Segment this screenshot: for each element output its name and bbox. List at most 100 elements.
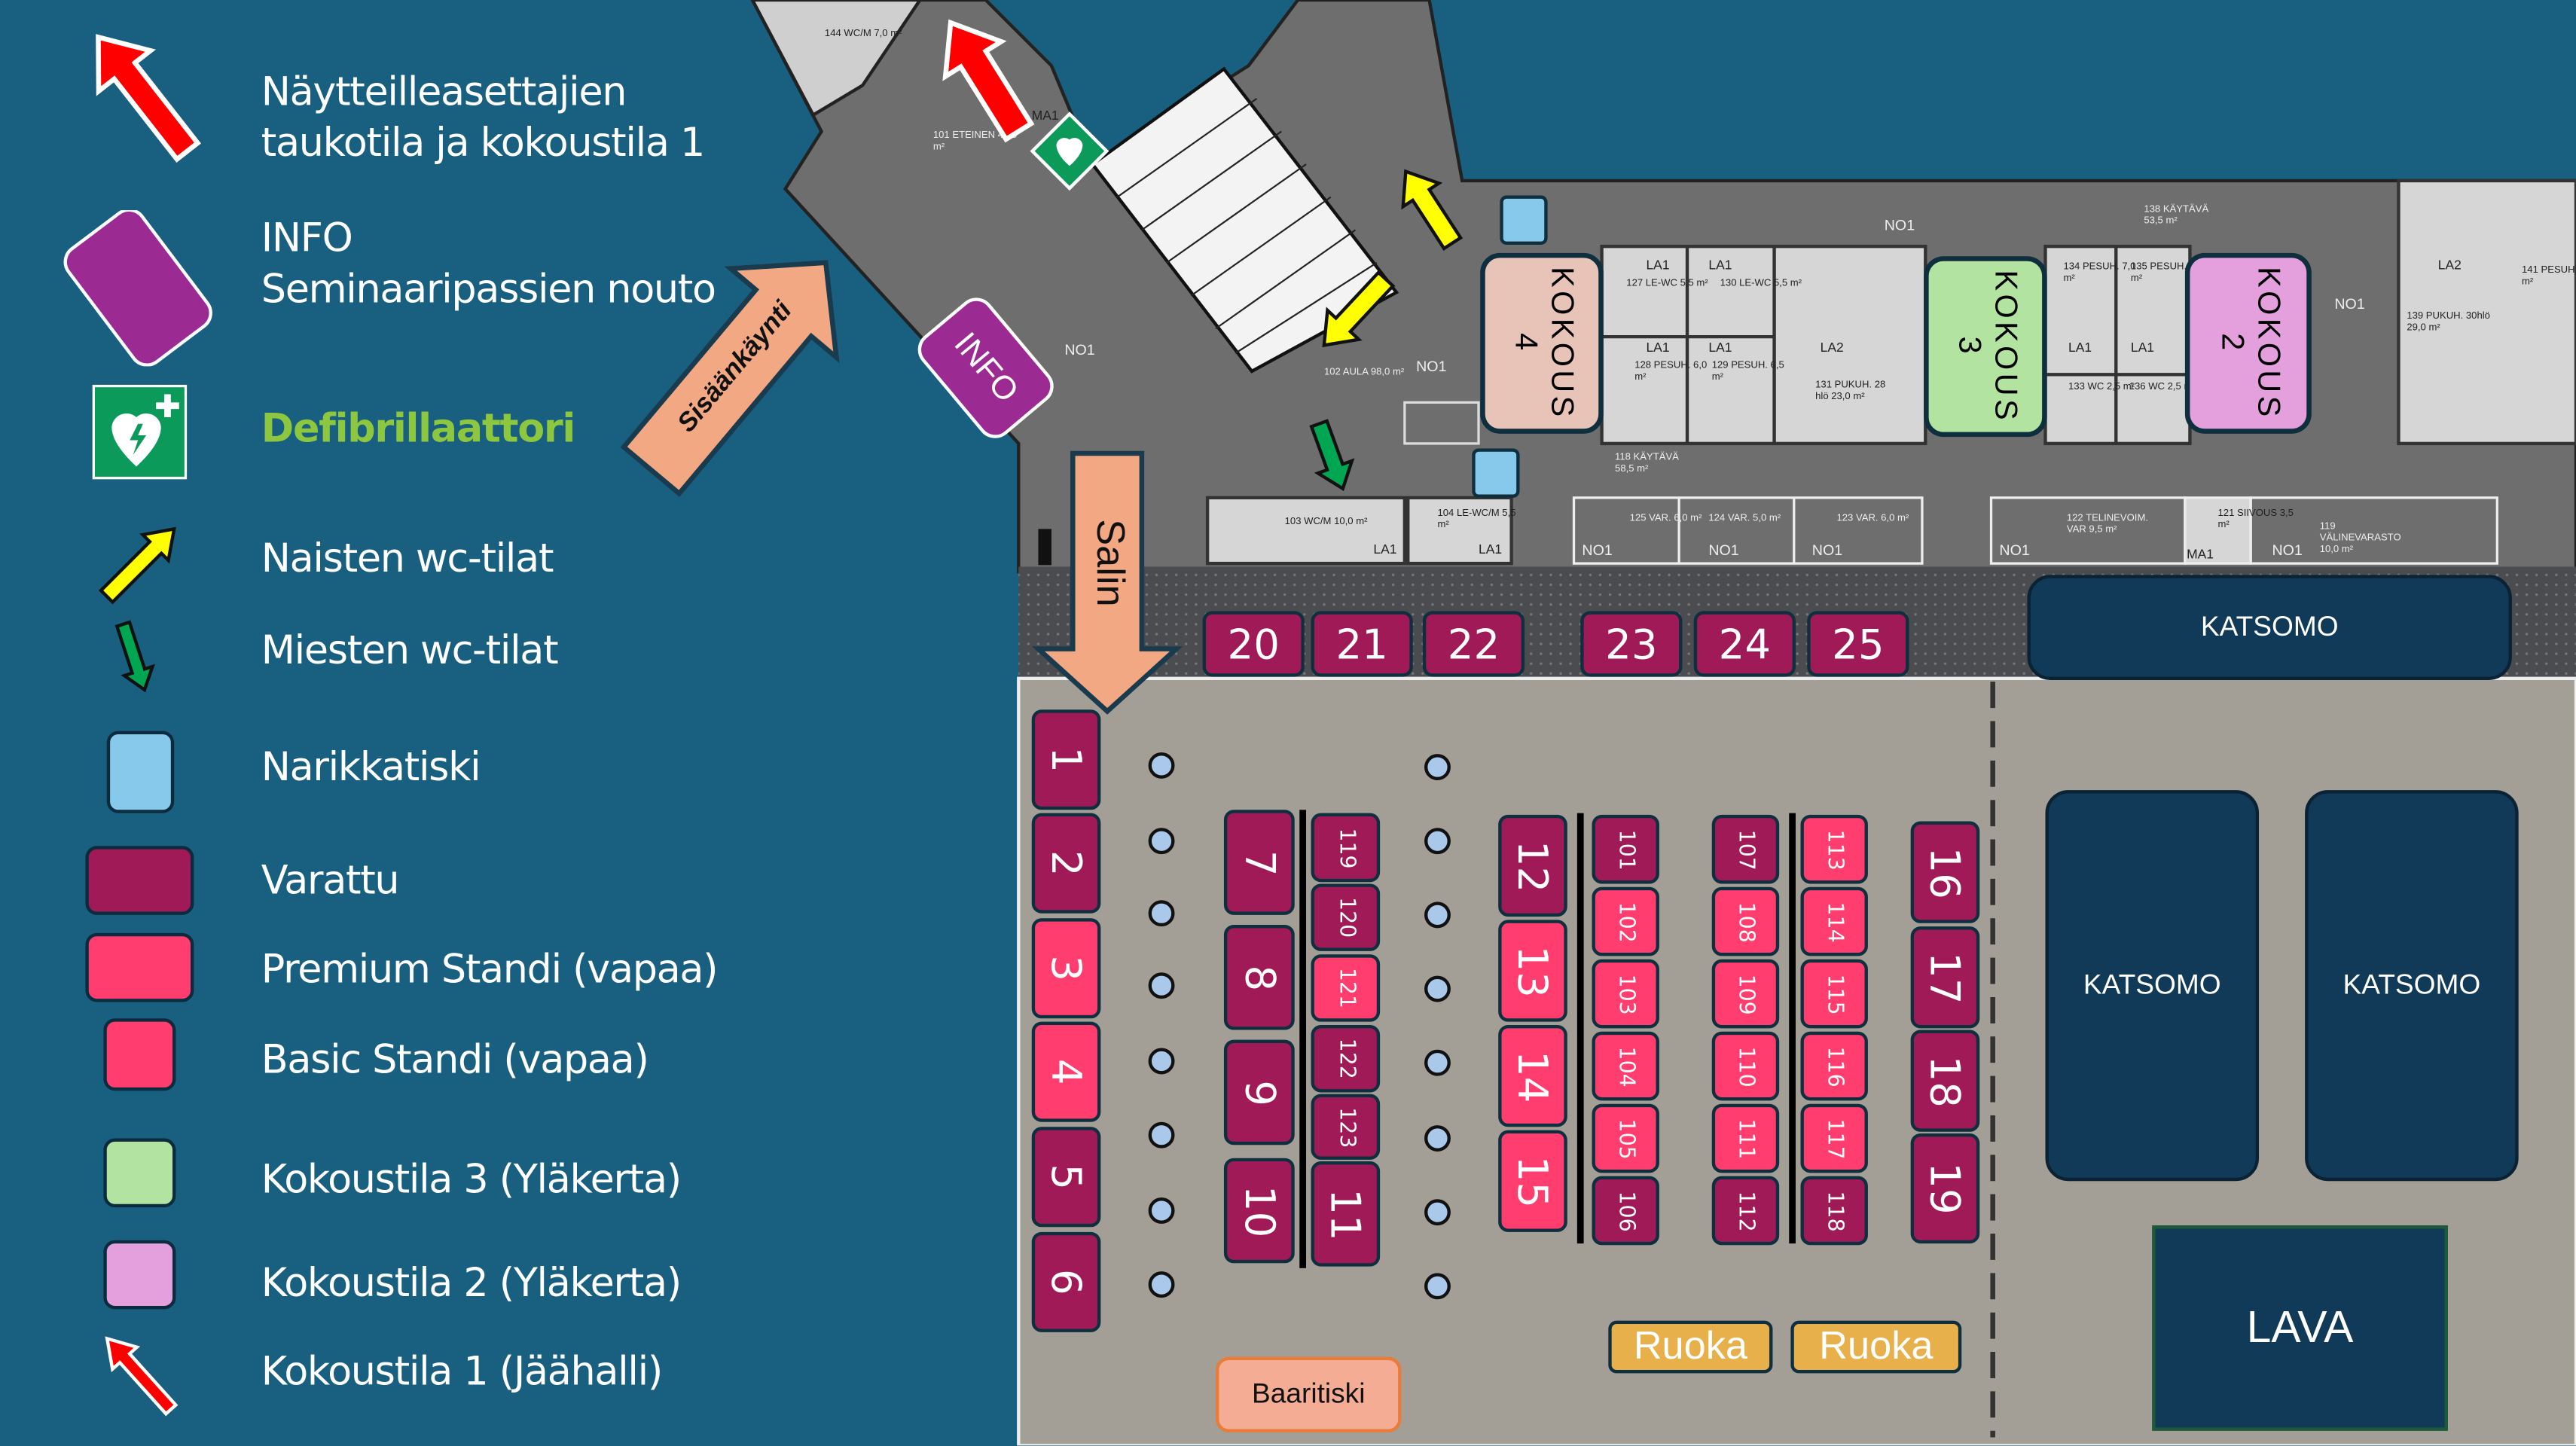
booth-10[interactable]: 10: [1223, 1158, 1295, 1264]
room-label: NO1: [1811, 541, 1843, 559]
defibrillator-icon: [92, 384, 188, 480]
booth-102[interactable]: 102: [1592, 886, 1659, 956]
booth-12[interactable]: 12: [1498, 814, 1567, 917]
booth-20[interactable]: 20: [1202, 611, 1305, 677]
booth-row-divider: [1789, 813, 1796, 1244]
booth-103[interactable]: 103: [1592, 959, 1659, 1029]
red-arrow-icon: [942, 19, 1035, 143]
pillar: [1424, 828, 1451, 855]
booth-13[interactable]: 13: [1498, 920, 1567, 1022]
booth-11[interactable]: 11: [1311, 1161, 1381, 1267]
booth-115[interactable]: 115: [1800, 959, 1868, 1029]
booth-19[interactable]: 19: [1910, 1133, 1980, 1244]
defibrillator-icon: [1030, 111, 1109, 191]
booth-109[interactable]: 109: [1711, 959, 1780, 1029]
booth-118[interactable]: 118: [1800, 1176, 1868, 1246]
booth-24[interactable]: 24: [1693, 611, 1796, 677]
room-label: 103 WC/M 10,0 m²: [1284, 517, 1368, 528]
entrance-arrow: [620, 260, 840, 497]
booth-22[interactable]: 22: [1422, 611, 1525, 677]
booth-120[interactable]: 120: [1311, 883, 1381, 951]
green-arrow-icon: [114, 620, 155, 693]
booth-15[interactable]: 15: [1498, 1130, 1567, 1232]
booth-number: 1: [1042, 746, 1091, 773]
booth-14[interactable]: 14: [1498, 1025, 1567, 1127]
booth-row-divider: [1299, 810, 1306, 1268]
booth-21[interactable]: 21: [1311, 611, 1413, 677]
booth-105[interactable]: 105: [1592, 1103, 1659, 1173]
booth-number: 120: [1332, 897, 1358, 938]
booth-123[interactable]: 123: [1311, 1094, 1381, 1160]
booth-2[interactable]: 2: [1031, 813, 1101, 914]
booth-number: 116: [1821, 1045, 1847, 1087]
meeting2-swatch: [103, 1240, 176, 1310]
room-label: NO1: [1708, 541, 1739, 559]
stage: LAVA: [2152, 1225, 2448, 1431]
booth-number: 103: [1613, 973, 1638, 1014]
food-counter: Ruoka: [1608, 1320, 1773, 1374]
booth-104[interactable]: 104: [1592, 1031, 1659, 1101]
legend-label-basic: Basic Standi (vapaa): [261, 1036, 649, 1083]
booth-number: 6: [1042, 1269, 1091, 1295]
room-label: LA2: [2437, 258, 2462, 273]
booth-number: 122: [1332, 1038, 1358, 1079]
room-label: 119 VÄLINEVARASTO 10,0 m²: [2319, 522, 2401, 556]
booth-111[interactable]: 111: [1711, 1103, 1780, 1173]
room-label: 118 KÄYTÄVÄ 58,5 m²: [1615, 453, 1679, 475]
booth-119[interactable]: 119: [1311, 813, 1381, 883]
room-label: 128 PESUH. 6,0 m²: [1634, 361, 1708, 383]
booth-number: 111: [1733, 1118, 1758, 1159]
room-label: LA1: [1708, 340, 1732, 355]
booth-1[interactable]: 1: [1031, 709, 1101, 810]
room-103: [1205, 496, 1407, 566]
booth-112[interactable]: 112: [1711, 1176, 1780, 1246]
legend-label-meeting3: Kokoustila 3 (Yläkerta): [261, 1156, 682, 1203]
booth-113[interactable]: 113: [1800, 814, 1868, 884]
booth-106[interactable]: 106: [1592, 1176, 1659, 1246]
booth-number: 21: [1335, 620, 1388, 668]
pillar: [1148, 972, 1175, 999]
room-label: NO1: [1999, 541, 2030, 559]
booth-114[interactable]: 114: [1800, 886, 1868, 956]
booth-108[interactable]: 108: [1711, 886, 1780, 956]
booth-116[interactable]: 116: [1800, 1031, 1868, 1101]
booth-4[interactable]: 4: [1031, 1021, 1101, 1122]
pillar: [1424, 1125, 1451, 1152]
cloakroom-counter: [1500, 195, 1548, 245]
pillar: [1148, 1197, 1175, 1224]
booth-number: 110: [1733, 1045, 1758, 1087]
booth-8[interactable]: 8: [1223, 924, 1295, 1030]
room-label: MA1: [1031, 108, 1059, 124]
room-label: 139 PUKUH. 30hlö 29,0 m²: [2407, 312, 2490, 334]
booth-121[interactable]: 121: [1311, 954, 1381, 1022]
pillar: [1424, 975, 1451, 1002]
booth-3[interactable]: 3: [1031, 918, 1101, 1019]
room-label: 130 LE-WC 5,5 m²: [1720, 279, 1802, 289]
info-tag: [917, 297, 1054, 438]
booth-6[interactable]: 6: [1031, 1231, 1101, 1332]
booth-17[interactable]: 17: [1910, 926, 1980, 1029]
booth-23[interactable]: 23: [1580, 611, 1683, 677]
booth-number: 11: [1321, 1188, 1369, 1240]
booth-25[interactable]: 25: [1807, 611, 1909, 677]
info-tag-icon: [63, 210, 212, 367]
booth-16[interactable]: 16: [1910, 821, 1980, 923]
booth-117[interactable]: 117: [1800, 1103, 1868, 1173]
booth-110[interactable]: 110: [1711, 1031, 1780, 1101]
room-label: 129 PESUH. 6,5 m²: [1711, 361, 1784, 383]
basic-swatch: [103, 1018, 176, 1091]
booth-7[interactable]: 7: [1223, 810, 1295, 915]
cloakroom-swatch: [106, 731, 175, 813]
booth-5[interactable]: 5: [1031, 1127, 1101, 1228]
room-label: 136 WC 2,5 m²: [2129, 383, 2196, 393]
pillar: [1424, 1199, 1451, 1226]
yellow-arrow-icon: [98, 526, 176, 605]
booth-122[interactable]: 122: [1311, 1025, 1381, 1093]
booth-18[interactable]: 18: [1910, 1030, 1980, 1132]
booth-107[interactable]: 107: [1711, 814, 1780, 884]
booth-9[interactable]: 9: [1223, 1039, 1295, 1146]
booth-101[interactable]: 101: [1592, 814, 1659, 884]
room-label: 138 KÄYTÄVÄ 53,5 m²: [2144, 205, 2209, 227]
